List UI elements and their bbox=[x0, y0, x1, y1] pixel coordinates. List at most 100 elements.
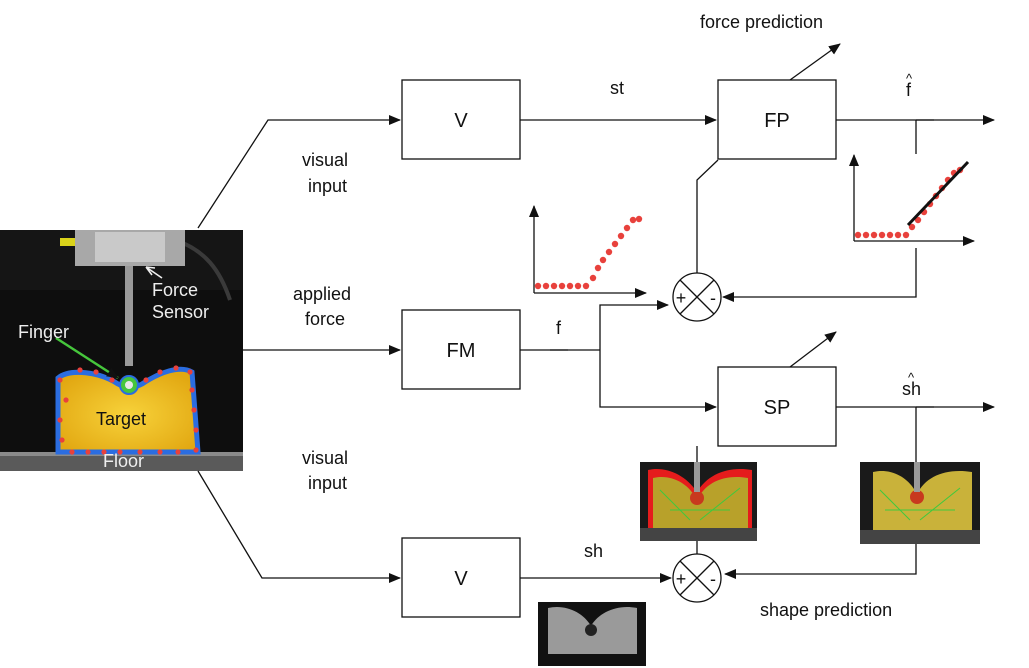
shape-error-junction: + - bbox=[672, 553, 722, 603]
contour-point bbox=[137, 449, 143, 455]
force-prediction-label: force prediction bbox=[700, 12, 823, 32]
plus-sign-bottom: + bbox=[676, 569, 687, 589]
plot-point bbox=[870, 231, 878, 239]
visual-input-top-label-1: visual bbox=[302, 150, 348, 170]
f-hat-caret: ^ bbox=[906, 71, 913, 86]
contour-point bbox=[57, 417, 63, 423]
visual-input-top-wire bbox=[197, 115, 401, 229]
shape-error-thumbnail bbox=[640, 462, 757, 541]
contour-point bbox=[173, 365, 179, 371]
force-error-junction: + - bbox=[672, 272, 722, 322]
predicted-force-plot bbox=[849, 154, 975, 246]
contour-point bbox=[189, 387, 195, 393]
contour-point bbox=[175, 449, 181, 455]
visual-input-bottom-label-2: input bbox=[308, 473, 347, 493]
plot-point bbox=[558, 282, 566, 290]
plot-point bbox=[894, 231, 902, 239]
observed-shape-thumbnail bbox=[538, 602, 646, 666]
plot-point bbox=[878, 231, 886, 239]
f-label: f bbox=[556, 318, 562, 338]
sh-hat-label: sh bbox=[902, 379, 921, 399]
contour-point bbox=[191, 407, 197, 413]
plot-point bbox=[886, 231, 894, 239]
plot-point bbox=[862, 231, 870, 239]
v-top-label: V bbox=[454, 110, 468, 132]
applied-force-label-2: force bbox=[305, 309, 345, 329]
plus-sign-top: + bbox=[676, 288, 687, 308]
sp-block: SP bbox=[717, 366, 837, 447]
contour-point bbox=[69, 449, 75, 455]
contour-point bbox=[77, 367, 83, 373]
finger-label: Finger bbox=[18, 322, 69, 342]
plot-point bbox=[617, 232, 625, 240]
contour-point bbox=[57, 377, 63, 383]
shape-prediction-thumbnail bbox=[860, 462, 980, 544]
sh-hat-caret: ^ bbox=[908, 370, 915, 385]
contour-point bbox=[85, 449, 91, 455]
sp-output-arrow bbox=[789, 331, 837, 368]
floor-label: Floor bbox=[103, 451, 144, 471]
contour-point bbox=[101, 449, 107, 455]
plot-point bbox=[582, 282, 590, 290]
experiment-photo: Force Sensor Finger Target Floor bbox=[0, 230, 243, 471]
plot-point bbox=[623, 224, 631, 232]
force-sensor-label-line1: Force bbox=[152, 280, 198, 300]
plot-point bbox=[908, 223, 916, 231]
plot-point bbox=[635, 215, 643, 223]
force-sensor-icon bbox=[75, 230, 185, 366]
sh-hat-feedback-wire bbox=[724, 544, 917, 579]
target-label: Target bbox=[96, 409, 146, 429]
plot-point bbox=[605, 248, 613, 256]
visual-input-top-label-2: input bbox=[308, 176, 347, 196]
fm-label: FM bbox=[447, 340, 476, 362]
contour-point bbox=[193, 427, 199, 433]
applied-force-plot bbox=[529, 205, 647, 298]
contour-dots bbox=[57, 365, 199, 455]
f-hat-label: f bbox=[906, 80, 912, 100]
contour-point bbox=[109, 377, 115, 383]
fp-label: FP bbox=[764, 110, 790, 132]
plot-point bbox=[574, 282, 582, 290]
contour-point bbox=[187, 369, 193, 375]
v-bottom-block: V bbox=[401, 537, 521, 618]
fp-block: FP bbox=[717, 79, 837, 160]
contour-point bbox=[157, 449, 163, 455]
minus-sign-bottom: - bbox=[710, 569, 716, 589]
plot-point bbox=[854, 231, 862, 239]
plot-point bbox=[599, 256, 607, 264]
minus-sign-top: - bbox=[710, 288, 716, 308]
plot-point bbox=[550, 282, 558, 290]
force-sensor-label-line2: Sensor bbox=[152, 302, 209, 322]
contour-point bbox=[63, 397, 69, 403]
f-hat-feedback-wire bbox=[722, 248, 917, 302]
contour-point bbox=[93, 369, 99, 375]
contour-point bbox=[193, 447, 199, 453]
visual-input-bottom-wire bbox=[197, 470, 401, 583]
fm-block: FM bbox=[401, 309, 521, 390]
contour-point bbox=[157, 369, 163, 375]
sp-label: SP bbox=[764, 397, 791, 419]
f-to-sum-wire bbox=[599, 300, 669, 350]
v-bottom-label: V bbox=[454, 568, 468, 590]
finger-icon bbox=[119, 375, 139, 395]
plot-point bbox=[594, 264, 602, 272]
sum-to-fp-wire bbox=[696, 159, 719, 273]
shape-prediction-label: shape prediction bbox=[760, 600, 892, 620]
plot-point bbox=[589, 274, 597, 282]
f-to-sp-wire bbox=[599, 350, 717, 412]
st-label: st bbox=[610, 78, 624, 98]
plot-point bbox=[566, 282, 574, 290]
applied-force-label-1: applied bbox=[293, 284, 351, 304]
contour-point bbox=[117, 449, 123, 455]
plot-point bbox=[542, 282, 550, 290]
force-prediction-arrow bbox=[789, 43, 841, 81]
visual-input-bottom-label-1: visual bbox=[302, 448, 348, 468]
plot-point bbox=[914, 216, 922, 224]
sh-label: sh bbox=[584, 541, 603, 561]
contour-point bbox=[143, 377, 149, 383]
plot-point bbox=[629, 216, 637, 224]
contour-point bbox=[59, 437, 65, 443]
plot-point bbox=[902, 231, 910, 239]
plot-point bbox=[534, 282, 542, 290]
